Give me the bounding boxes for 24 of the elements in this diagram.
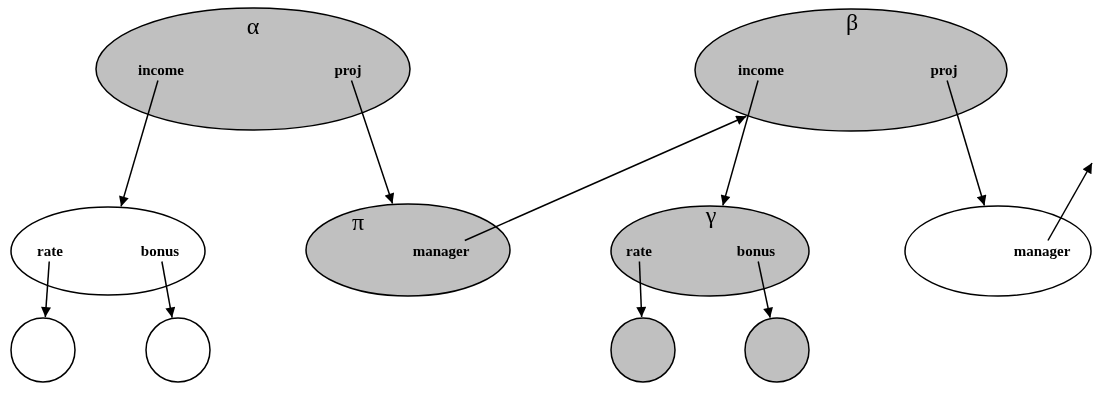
arrow	[119, 79, 159, 208]
field-label: bonus	[140, 242, 180, 260]
field-label: rate	[37, 242, 63, 260]
field-label: proj	[930, 61, 958, 79]
field-label: manager	[412, 242, 470, 260]
field-label: rate	[626, 242, 652, 260]
field-label: income	[138, 61, 184, 79]
arrow	[636, 260, 647, 318]
arrow	[1047, 162, 1093, 242]
arrow	[757, 260, 773, 319]
arrow	[350, 79, 395, 205]
arrow	[464, 115, 748, 242]
node-label: π	[351, 210, 365, 234]
node-label: γ	[705, 203, 717, 227]
field-label: proj	[334, 61, 362, 79]
node-label: α	[246, 14, 260, 38]
arrow	[946, 79, 987, 207]
arrow	[41, 260, 51, 318]
field-label: income	[738, 61, 784, 79]
arrow	[720, 79, 759, 207]
field-label: bonus	[736, 242, 776, 260]
arrow	[161, 260, 176, 319]
node-label: β	[845, 10, 859, 34]
field-label: manager	[1013, 242, 1071, 260]
